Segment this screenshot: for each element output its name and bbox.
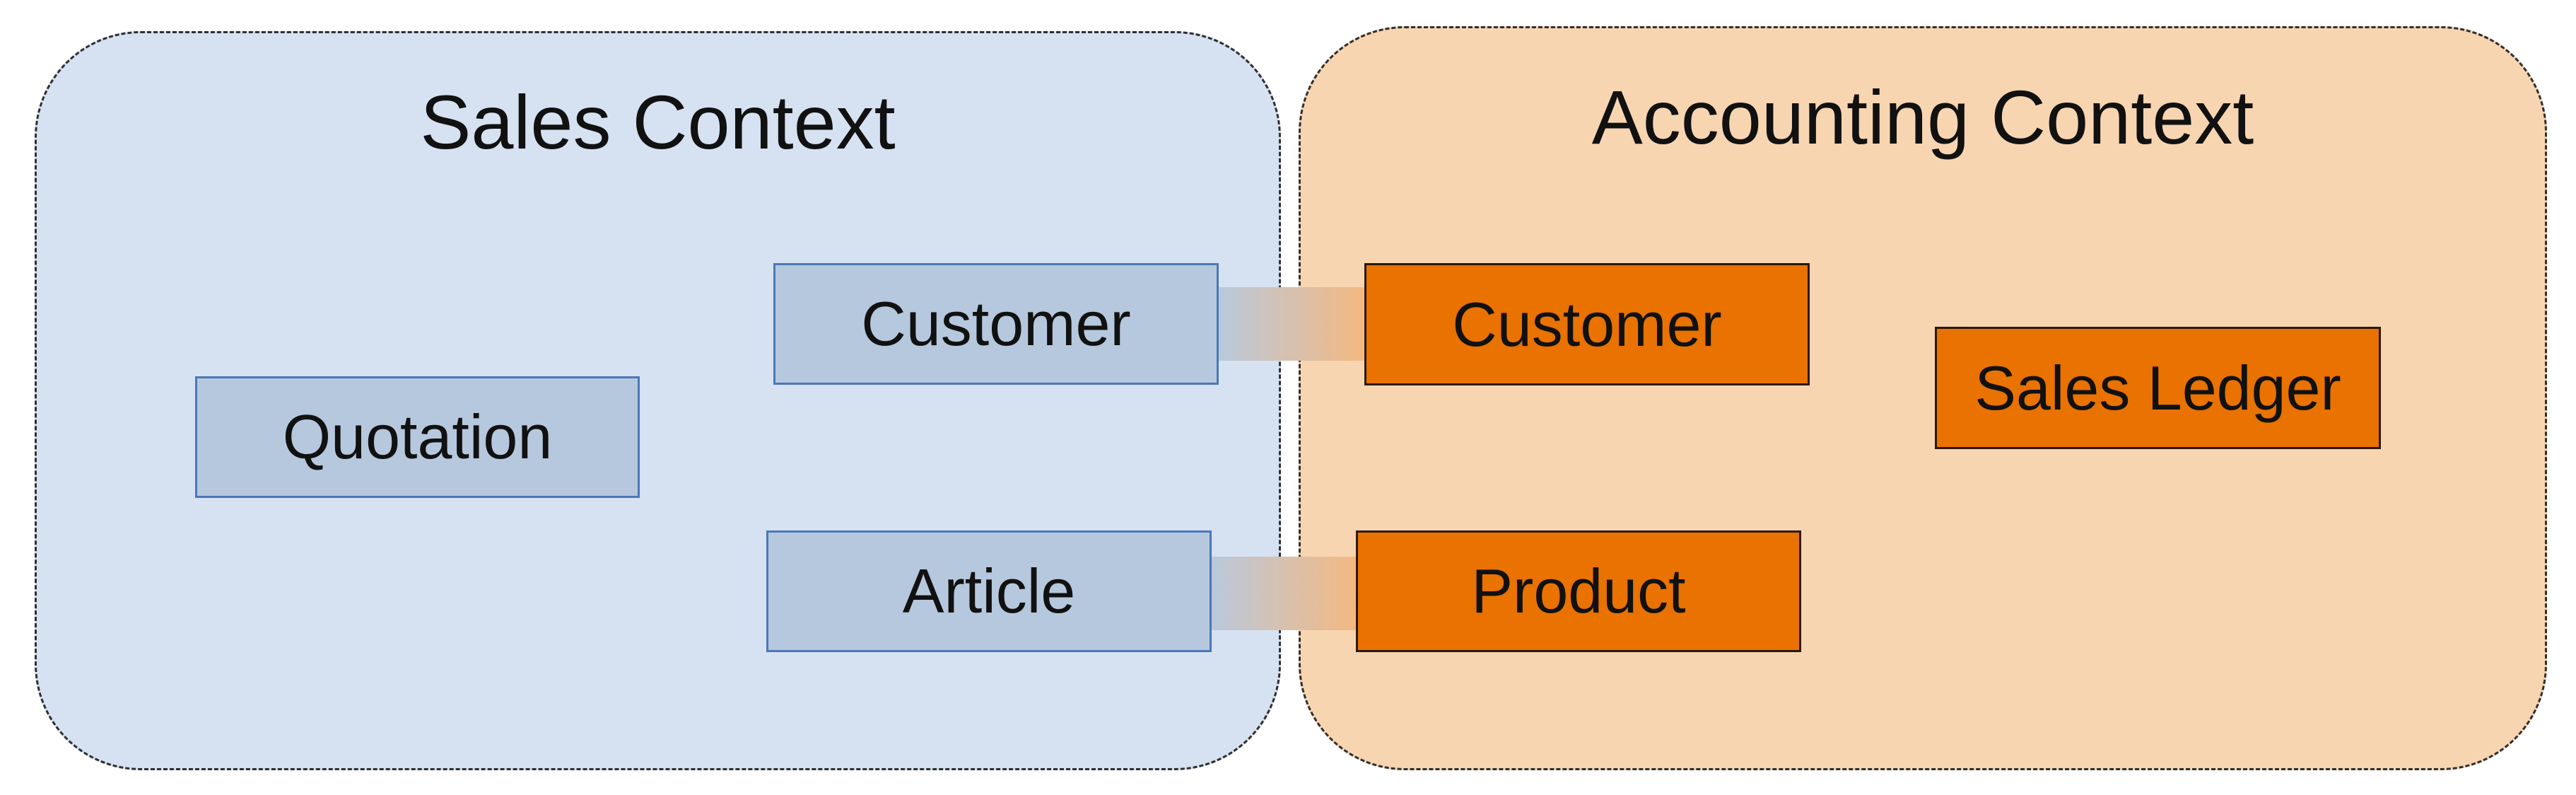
customer-mapping-connector <box>1217 287 1366 361</box>
accounting-customer-entity[interactable]: Customer <box>1364 263 1810 385</box>
sales-quotation-entity[interactable]: Quotation <box>195 376 640 498</box>
accounting-product-entity[interactable]: Product <box>1356 530 1801 652</box>
sales-article-entity[interactable]: Article <box>766 530 1212 652</box>
accounting-sales-ledger-entity[interactable]: Sales Ledger <box>1935 327 2381 449</box>
accounting-context-title: Accounting Context <box>1591 74 2254 160</box>
sales-customer-entity[interactable]: Customer <box>773 263 1219 385</box>
sales-context-title: Sales Context <box>420 79 896 165</box>
article-product-mapping-connector <box>1210 557 1359 630</box>
